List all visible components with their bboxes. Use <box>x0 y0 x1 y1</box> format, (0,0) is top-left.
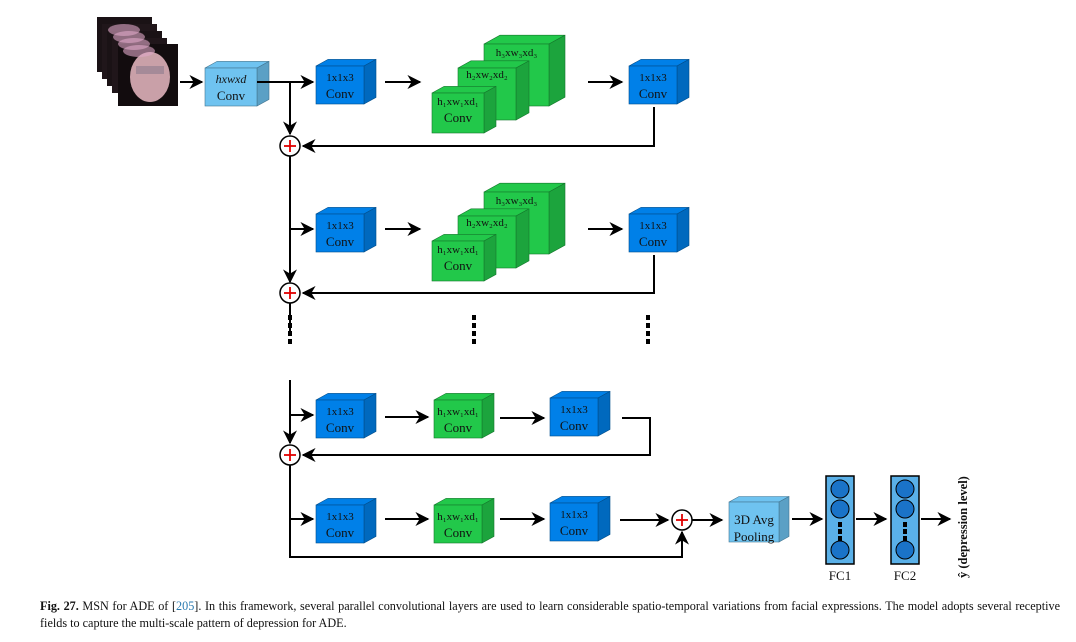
ellipsis-dots <box>646 315 650 344</box>
conv-1x1x3-block <box>549 495 611 542</box>
conv-1x1x3-block-label: 1x1x3 <box>326 511 354 523</box>
conv-1x1x3-block <box>628 58 690 105</box>
ellipsis-dots <box>288 315 292 344</box>
caption-fig-number: Fig. 27. <box>40 599 79 613</box>
green-conv-block-1-label: h₁xw₁xd₁ <box>437 244 479 256</box>
conv-1x1x3-block-label: 1x1x3 <box>326 72 354 84</box>
fc2-layer-label: FC2 <box>894 568 916 583</box>
conv-1x1x3-block-label: Conv <box>326 86 355 101</box>
green-conv-block-1-label: h₁xw₁xd₁ <box>437 511 479 523</box>
conv-1x1x3-block <box>315 58 377 105</box>
caption-text-1: MSN for ADE of [ <box>78 599 177 613</box>
green-conv-block-3-label: h₃xw₃xd₃ <box>496 47 538 59</box>
skip-connection <box>289 465 689 558</box>
figure-caption: Fig. 27. MSN for ADE of [205]. In this f… <box>40 598 1060 632</box>
input-conv-block-label: hxwxd <box>216 72 248 86</box>
conv-1x1x3-block <box>549 390 611 437</box>
green-conv-block-1 <box>431 85 497 134</box>
trunk-line <box>257 81 297 136</box>
conv-1x1x3-block <box>315 206 377 253</box>
skip-connection <box>301 255 655 300</box>
conv-1x1x3-block-label: Conv <box>639 86 668 101</box>
conv-1x1x3-block-label: 1x1x3 <box>639 72 667 84</box>
green-conv-block-1 <box>433 392 495 439</box>
avg-pooling-block-label: Pooling <box>734 529 775 544</box>
conv-1x1x3-block-label: 1x1x3 <box>326 220 354 232</box>
green-conv-block-1 <box>433 497 495 544</box>
sum-node-icon <box>671 509 693 531</box>
caption-reference-link[interactable]: 205 <box>176 599 195 613</box>
green-conv-block-2-label: h₂xw₂xd₂ <box>466 69 508 81</box>
conv-1x1x3-block <box>628 206 690 253</box>
conv-1x1x3-block-label: Conv <box>639 234 668 249</box>
fc1-layer-label: FC1 <box>829 568 851 583</box>
face-icon <box>130 52 170 102</box>
ellipsis-dots <box>472 315 476 344</box>
green-conv-block-1-label: Conv <box>444 525 473 540</box>
conv-1x1x3-block-label: Conv <box>326 234 355 249</box>
green-conv-block-2-label: h₂xw₂xd₂ <box>466 217 508 229</box>
green-conv-block-1 <box>431 233 497 282</box>
input-conv-block <box>204 60 270 107</box>
conv-1x1x3-block-label: 1x1x3 <box>639 220 667 232</box>
green-conv-block-1-label: Conv <box>444 110 473 125</box>
sum-node-icon <box>279 282 301 304</box>
caption-text-2: ]. In this framework, several parallel c… <box>40 599 1060 630</box>
green-conv-block-1-label: Conv <box>444 420 473 435</box>
eye-blur <box>136 66 164 74</box>
conv-1x1x3-block-label: 1x1x3 <box>560 509 588 521</box>
skip-connection <box>301 417 651 462</box>
sum-node-icon <box>279 135 301 157</box>
avg-pooling-block <box>728 495 790 543</box>
input-conv-block-label: Conv <box>217 88 246 103</box>
conv-1x1x3-block-label: Conv <box>560 523 589 538</box>
skip-connection <box>301 107 655 153</box>
conv-1x1x3-block-label: Conv <box>326 420 355 435</box>
fc2-layer <box>890 475 920 565</box>
green-conv-block-1-label: h₁xw₁xd₁ <box>437 406 479 418</box>
fc1-layer <box>825 475 855 565</box>
conv-1x1x3-block-label: Conv <box>326 525 355 540</box>
sum-node-icon <box>279 444 301 466</box>
conv-1x1x3-block-label: Conv <box>560 418 589 433</box>
conv-1x1x3-block <box>315 497 377 544</box>
green-conv-block-1-label: Conv <box>444 258 473 273</box>
output-label: ŷ (depression level) <box>956 476 970 578</box>
msn-diagram: hxwxdConv1x1x3Convh₃xw₃xd₃h₂xw₂xd₂h₁xw₁x… <box>97 17 970 583</box>
green-conv-block-1-label: h₁xw₁xd₁ <box>437 96 479 108</box>
conv-1x1x3-block <box>315 392 377 439</box>
conv-1x1x3-block-label: 1x1x3 <box>560 404 588 416</box>
green-conv-block-3-label: h₃xw₃xd₃ <box>496 195 538 207</box>
conv-1x1x3-block-label: 1x1x3 <box>326 406 354 418</box>
avg-pooling-block-label: 3D Avg <box>734 512 774 527</box>
face-frames-stack <box>97 17 178 106</box>
